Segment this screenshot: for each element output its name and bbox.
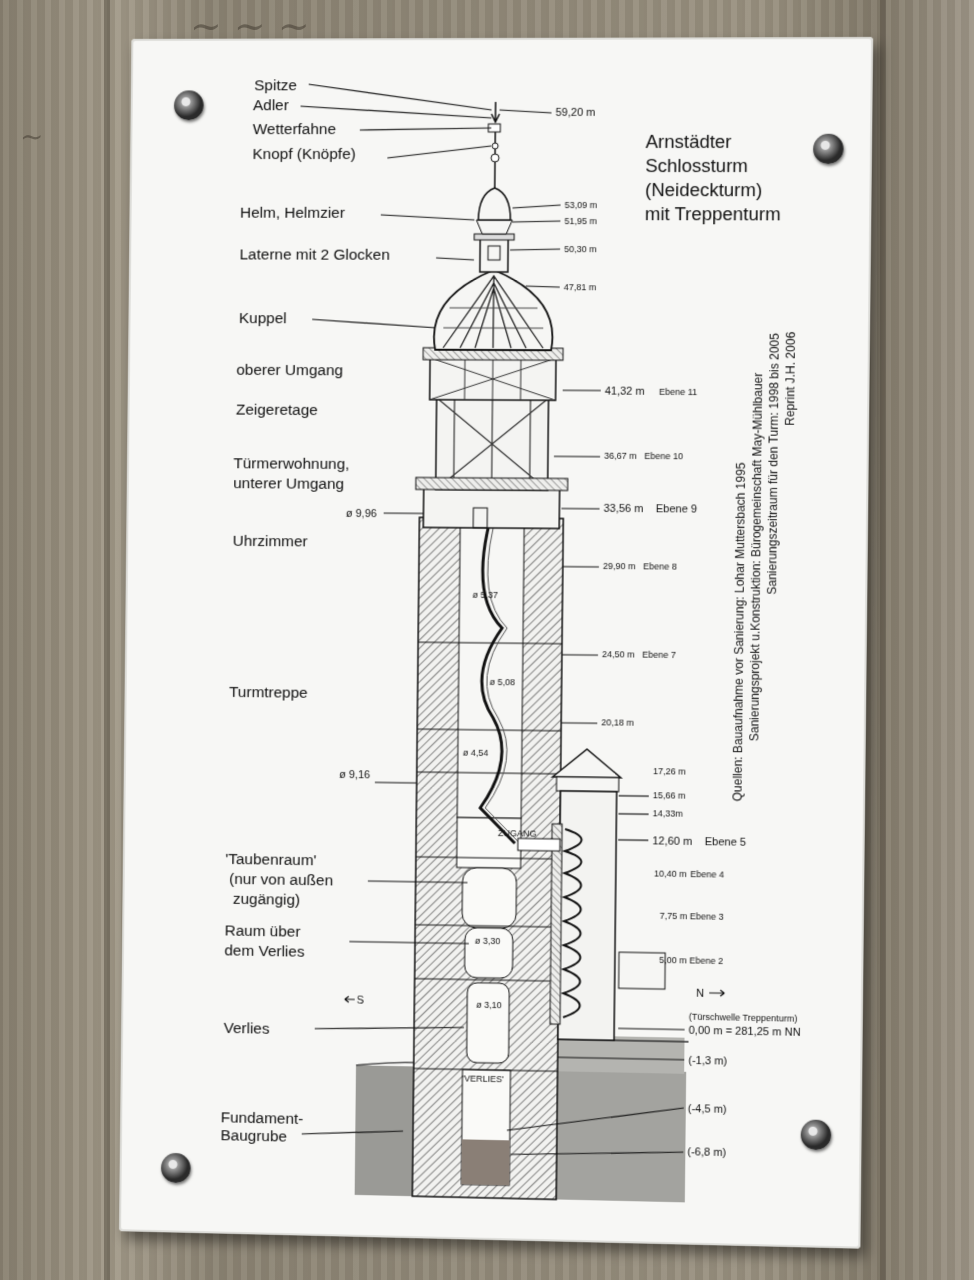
label-knopf: Knopf (Knöpfe)	[252, 146, 355, 163]
height-4781: 47,81 m	[564, 282, 597, 292]
title-line-1: Arnstädter	[646, 131, 732, 152]
level-11: Ebene 11	[659, 387, 697, 397]
level-9: Ebene 9	[656, 503, 697, 515]
height-000: 0,00 m = 281,25 m NN	[689, 1025, 801, 1039]
height-500: 5,00 m	[659, 955, 687, 966]
source-line-1: Quellen: Bauaufnahme vor Sanierung: Loha…	[730, 462, 748, 802]
depth-13: (-1,3 m)	[688, 1055, 727, 1068]
label-verlies: Verlies	[224, 1020, 270, 1038]
depth-45: (-4,5 m)	[688, 1103, 727, 1116]
height-1040: 10,40 m	[654, 868, 687, 879]
diameter-310: ø 3,10	[476, 1000, 502, 1011]
height-775: 7,75 m	[660, 911, 688, 922]
label-north: N	[696, 988, 704, 1000]
label-south: S	[357, 994, 364, 1006]
tower-section-diagram: Spitze Adler Wetterfahne Knopf (Knöpfe) …	[220, 77, 801, 1249]
title-line-4: mit Treppenturm	[645, 203, 781, 224]
label-zeigeretage: Zeigeretage	[236, 402, 318, 419]
stair-tower	[516, 748, 668, 1041]
diameter-454: ø 4,54	[463, 748, 489, 758]
height-2018: 20,18 m	[601, 717, 634, 727]
source-line-2: Sanierungsprojekt u.Konstruktion: Büroge…	[747, 373, 765, 742]
label-taubenraum: 'Taubenraum'	[225, 851, 316, 869]
tower-shaft	[412, 517, 563, 1199]
height-1260: 12,60 m	[652, 835, 692, 848]
upper-storeys	[415, 347, 568, 529]
label-raum-ueber: Raum über	[225, 922, 301, 940]
label-wetterfahne: Wetterfahne	[253, 121, 336, 138]
sign-title: Arnstädter Schlossturm (Neideckturm) mit…	[645, 131, 781, 225]
level-7: Ebene 7	[642, 650, 676, 660]
label-diameter-916: ø 9,16	[339, 769, 370, 781]
wall-scratch: ~	[20, 120, 44, 153]
left-labels: Spitze Adler Wetterfahne Knopf (Knöpfe) …	[220, 77, 734, 1146]
inner-diameters: ø 5,37 ø 5,08 ø 4,54 ø 3,30 ø 3,10	[463, 590, 515, 1011]
level-4: Ebene 4	[690, 869, 724, 880]
label-taubenraum-3: zugängig)	[233, 891, 300, 909]
label-tuermerwohnung: Türmerwohnung,	[233, 455, 349, 473]
height-5195: 51,95 m	[564, 216, 597, 226]
label-kuppel: Kuppel	[239, 310, 287, 327]
height-1433: 14,33m	[653, 808, 683, 819]
title-line-3: (Neideckturm)	[645, 179, 762, 200]
dome	[433, 269, 553, 352]
label-zugang: ZUGANG	[498, 828, 537, 839]
height-1726: 17,26 m	[653, 766, 686, 777]
wall-seam	[880, 0, 886, 1280]
label-fundament: Fundament-	[221, 1109, 304, 1128]
level-10: Ebene 10	[644, 451, 683, 461]
lantern	[473, 101, 515, 273]
label-spitze: Spitze	[254, 77, 297, 94]
height-5030: 50,30 m	[564, 244, 597, 254]
label-oberer-umgang: oberer Umgang	[236, 362, 343, 379]
height-4132: 41,32 m	[605, 385, 645, 397]
label-baugrube: Baugrube	[220, 1127, 287, 1145]
label-adler: Adler	[253, 97, 289, 114]
label-diameter-996: ø 9,96	[346, 508, 377, 520]
diameter-537: ø 5,37	[472, 590, 498, 600]
height-3667: 36,67 m	[604, 451, 637, 461]
label-verlies-inner: 'VERLIES'	[462, 1073, 504, 1084]
diameter-330: ø 3,30	[475, 936, 501, 946]
title-line-2: Schlossturm	[645, 155, 748, 176]
elevation-labels: 59,20 m 53,09 m 51,95 m 50,30 m 47,81 m …	[499, 107, 801, 1161]
height-1566: 15,66 m	[653, 790, 686, 801]
label-uhrzimmer: Uhrzimmer	[233, 533, 308, 551]
label-taubenraum-2: (nur von außen	[229, 871, 333, 890]
height-2450: 24,50 m	[602, 649, 635, 659]
depth-68: (-6,8 m)	[687, 1146, 726, 1159]
label-laterne: Laterne mit 2 Glocken	[240, 246, 390, 263]
height-2990: 29,90 m	[603, 561, 636, 571]
height-5920: 59,20 m	[555, 107, 595, 119]
label-unterer-umgang: unterer Umgang	[233, 475, 344, 493]
level-3: Ebene 3	[690, 911, 724, 922]
height-5309: 53,09 m	[565, 200, 598, 210]
height-3356: 33,56 m	[604, 503, 644, 515]
level-8: Ebene 8	[643, 561, 677, 571]
diameter-508: ø 5,08	[489, 677, 515, 687]
label-turmtreppe: Turmtreppe	[229, 684, 308, 702]
label-dem-verlies: dem Verlies	[224, 942, 305, 960]
label-helm: Helm, Helmzier	[240, 205, 345, 222]
label-tuerschwelle: (Türschwelle Treppenturm)	[689, 1012, 798, 1024]
level-2: Ebene 2	[689, 955, 723, 966]
sources-block: Quellen: Bauaufnahme vor Sanierung: Loha…	[730, 331, 798, 802]
level-5: Ebene 5	[705, 836, 746, 849]
wall-seam	[104, 0, 110, 1280]
information-sign: Spitze Adler Wetterfahne Knopf (Knöpfe) …	[119, 36, 874, 1249]
source-line-4: Reprint J.H. 2006	[783, 331, 798, 425]
source-line-3: Sanierungszeitraum für den Turm: 1998 bi…	[765, 333, 782, 595]
